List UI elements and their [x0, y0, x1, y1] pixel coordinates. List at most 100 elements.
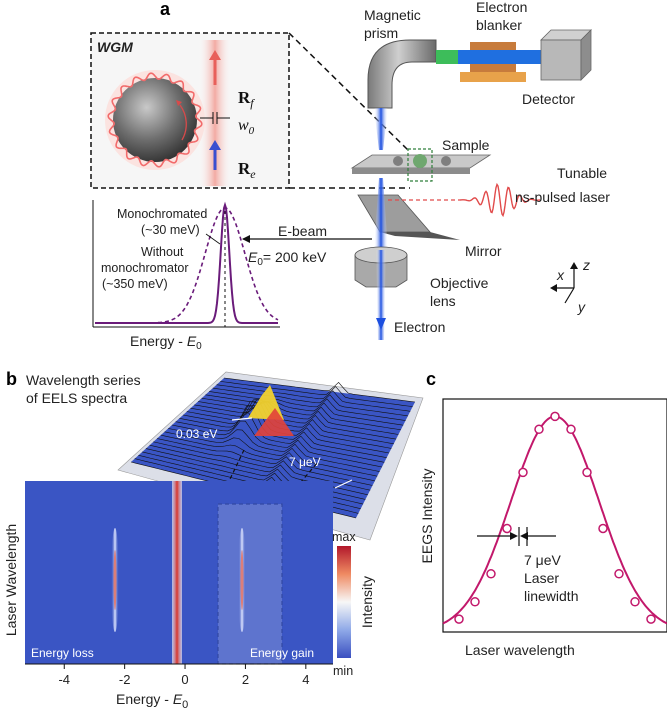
energy-gain-label: Energy gain [250, 646, 314, 660]
sample-sphere-right [441, 156, 451, 166]
objective-lens-label-2: lens [430, 293, 456, 309]
heatmap-x-label: Energy - E0 [116, 691, 188, 711]
blanker-plate-top [470, 42, 516, 50]
eegs-data-point [502, 523, 512, 534]
colorbar-label: Intensity [359, 576, 375, 628]
waterfall-spectrum-line [160, 434, 375, 482]
annot-step-leader [334, 479, 353, 489]
heatmap-tick-label: -2 [119, 672, 131, 687]
zoom-line-top [288, 32, 411, 153]
waterfall-spectrum-line [179, 405, 387, 458]
eels-waterfall: 0.03 eV 7 μeV [117, 371, 424, 541]
waterfall-spectrum-line [164, 431, 378, 477]
z-axis-label: z [582, 257, 590, 273]
laser-label-1: Tunable [557, 165, 607, 181]
blanker-base [460, 72, 526, 82]
electron-blanker-label-2: blanker [476, 17, 522, 33]
blanker-plate-bottom [470, 64, 516, 72]
sample-plate-edge [352, 168, 470, 174]
y-axis-label: y [577, 299, 586, 315]
eegs-y-label: EEGS Intensity [419, 469, 435, 564]
annot-peak: 0.03 eV [176, 427, 217, 441]
rf-label: Rf [238, 88, 255, 110]
waterfall-spectrum-line [156, 438, 373, 486]
waterfall-spectrum-line [175, 412, 385, 463]
waterfall-spectrum-line [216, 384, 411, 412]
waterfall-spectrum-line [168, 428, 380, 472]
linewidth-label-2: linewidth [524, 588, 578, 604]
panel-b-title-1: Wavelength series [26, 372, 141, 388]
waterfall-spectrum-line [153, 441, 371, 491]
detector-front [540, 39, 582, 81]
eegs-data-point [598, 523, 608, 534]
ebeam-label: E-beam [278, 223, 327, 239]
eegs-plot: 7 μeV Laser linewidth EEGS Intensity Las… [419, 398, 667, 658]
objective-lens-label-1: Objective [430, 275, 489, 291]
sample-zoom-box [407, 148, 433, 182]
mirror-shadow [380, 232, 460, 240]
sample-label: Sample [442, 137, 490, 153]
wgm-inset: WGM Rf w0 Re [90, 32, 290, 189]
spectrum-inset: Monochromated (~30 meV) Without monochro… [92, 200, 280, 352]
ebeam-middle [374, 178, 388, 250]
without-label-2: monochromator [101, 261, 189, 275]
electron-label: Electron [394, 319, 445, 335]
wgm-rotation-arrowhead [176, 100, 182, 106]
spectrum-green [436, 50, 458, 64]
spectrum-monochromated [95, 201, 278, 324]
eegs-data-point [550, 411, 560, 422]
energy-loss-label: Energy loss [31, 646, 94, 660]
sample-sphere-left [393, 156, 403, 166]
waterfall-spectrum-line [194, 400, 397, 440]
mirror-label: Mirror [465, 243, 502, 259]
tem-column [350, 29, 592, 340]
waterfall-spectrum-line [212, 387, 408, 417]
waterfall-spectrum-line [190, 399, 394, 445]
heatmap-gain-core [240, 550, 244, 610]
electron-arrowhead [376, 318, 386, 330]
wgm-label: WGM [97, 39, 133, 55]
laser-label-2: ns-pulsed laser [515, 189, 610, 205]
w0-label: w0 [238, 117, 255, 137]
linewidth-arrowhead-right [520, 532, 528, 540]
waterfall-spectrum-line [201, 397, 401, 431]
heatmap-tick-label: -4 [58, 672, 70, 687]
ebeam-upper [374, 108, 388, 150]
panel-b-title-2: of EELS spectra [26, 390, 127, 406]
eegs-data-point [582, 467, 592, 478]
waterfall-spectrum-line [205, 394, 404, 426]
ebeam-arrowhead [242, 235, 250, 243]
z-axis-head [570, 262, 578, 269]
ebeam-energy-label: E0= 200 keV [248, 249, 327, 268]
colorbar-max: max [332, 530, 356, 544]
waterfall-spectrum-line [223, 377, 416, 403]
waterfall-spectrum-line [209, 391, 406, 421]
eegs-x-label: Laser wavelength [465, 642, 575, 658]
y-axis [564, 287, 575, 304]
electron-blanker-label-1: Electron [476, 0, 527, 15]
colorbar: max min Intensity [332, 530, 375, 678]
eegs-data-point [518, 467, 528, 478]
eegs-data-point [534, 424, 544, 435]
waterfall-gain-core [254, 408, 294, 436]
wgm-mode-ring [107, 72, 203, 168]
magnetic-prism-label-1: Magnetic [364, 7, 421, 23]
eegs-data-point [454, 614, 464, 624]
magnetic-prism-label-2: prism [364, 25, 398, 41]
without-label-3: (~350 meV) [102, 277, 168, 291]
eegs-data-point [614, 569, 624, 579]
colorbar-gradient [337, 546, 351, 658]
xyz-axes: z x y [550, 257, 590, 315]
heatmap-tick-label: 4 [302, 672, 309, 687]
colorbar-min: min [333, 664, 353, 678]
eegs-frame [442, 398, 667, 633]
monochromated-label-2: (~30 meV) [141, 223, 200, 237]
re-label: Re [238, 159, 256, 181]
eegs-data-point [646, 614, 656, 624]
spectrometer-beam [436, 50, 546, 64]
without-label-1: Without [141, 245, 184, 259]
panel-b-letter: b [6, 369, 17, 389]
heatmap-loss-core [113, 550, 117, 610]
